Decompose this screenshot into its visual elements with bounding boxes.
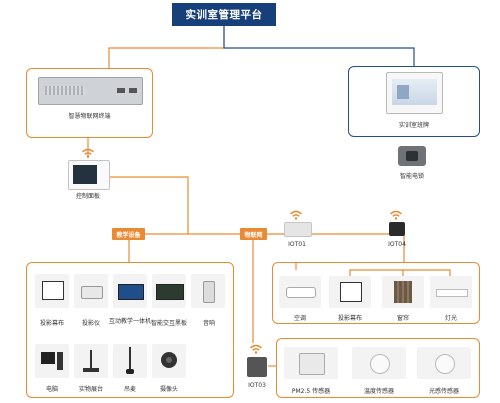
device-label: 智能交互黑板 [150, 320, 187, 327]
iot04-label: IOT04 [388, 241, 406, 248]
device-card [382, 276, 424, 308]
device-label: 电脑 [45, 386, 58, 393]
iot04-device-icon [389, 222, 405, 236]
panel-label: 控制面板 [75, 193, 100, 200]
device-label: 窗帘 [396, 315, 409, 322]
teaching-devices-frame [26, 262, 234, 398]
device-card [74, 274, 108, 308]
gateway-label: 智慧物联网终端 [68, 113, 111, 120]
interactive-display-icon [118, 284, 144, 300]
projector-icon [81, 286, 103, 299]
light-sensor-icon [435, 354, 455, 374]
pm25-sensor-icon [299, 353, 325, 375]
device-card [284, 347, 338, 379]
device-label: 实物展台 [78, 386, 103, 393]
device-label: PM2.5 传感器 [291, 388, 331, 395]
device-card [352, 347, 406, 379]
curtain-icon [394, 281, 412, 303]
teaching-equipment-tag: 教学设备 [112, 228, 145, 240]
air-conditioner-icon [286, 287, 316, 298]
signage-device-icon [386, 72, 443, 114]
device-card [113, 344, 147, 378]
iot03-label: IOT03 [248, 382, 266, 389]
device-label: 光感传感器 [428, 388, 459, 395]
device-label: 互动教学一体机 [108, 318, 151, 325]
device-card [113, 274, 147, 308]
device-label: 温度传感器 [363, 388, 394, 395]
device-label: 投影仪 [81, 320, 100, 327]
sensors-frame [276, 338, 480, 398]
light-icon [436, 289, 468, 297]
hanging-mic-icon [129, 347, 131, 371]
wifi-icon [249, 344, 263, 354]
panel-device-icon [68, 160, 110, 190]
document-camera-icon [90, 350, 92, 368]
device-label: 投影幕布 [39, 320, 64, 327]
iot01-device-icon [284, 222, 312, 237]
device-card [430, 276, 472, 308]
iot03-device-icon [247, 357, 267, 377]
iot01-label: IOT01 [288, 241, 306, 248]
signage-frame [348, 66, 480, 137]
projection-screen-icon [42, 281, 64, 300]
device-card [329, 276, 371, 308]
device-card [74, 344, 108, 378]
device-card [152, 274, 186, 308]
device-card [152, 344, 186, 378]
iot04-devices-frame [272, 262, 480, 324]
wifi-icon [81, 148, 95, 158]
device-card [35, 344, 69, 378]
signage-label: 实训室班牌 [398, 122, 429, 129]
device-card [35, 274, 69, 308]
device-card [417, 347, 471, 379]
device-label: 摄像头 [159, 386, 178, 393]
computer-icon [41, 352, 55, 364]
iot-network-tag: 物联网 [240, 228, 267, 240]
device-label: 空调 [293, 315, 306, 322]
lock-icon [398, 146, 426, 166]
gateway-frame [26, 68, 153, 138]
wifi-icon [289, 210, 303, 220]
device-label: 音响 [202, 320, 215, 327]
smart-blackboard-icon [156, 284, 184, 300]
device-label: 灯光 [444, 315, 457, 322]
speaker-icon [203, 281, 215, 303]
device-label: 投影幕布 [337, 315, 362, 322]
device-card [191, 274, 225, 308]
lock-label: 智能电锁 [399, 173, 424, 180]
device-label: 吊麦 [123, 386, 136, 393]
gateway-device-icon [38, 77, 143, 105]
wifi-icon [389, 210, 403, 220]
device-card [279, 276, 321, 308]
temperature-sensor-icon [370, 354, 390, 374]
projection-screen-icon [340, 282, 362, 302]
platform-title: 实训室管理平台 [172, 3, 276, 26]
